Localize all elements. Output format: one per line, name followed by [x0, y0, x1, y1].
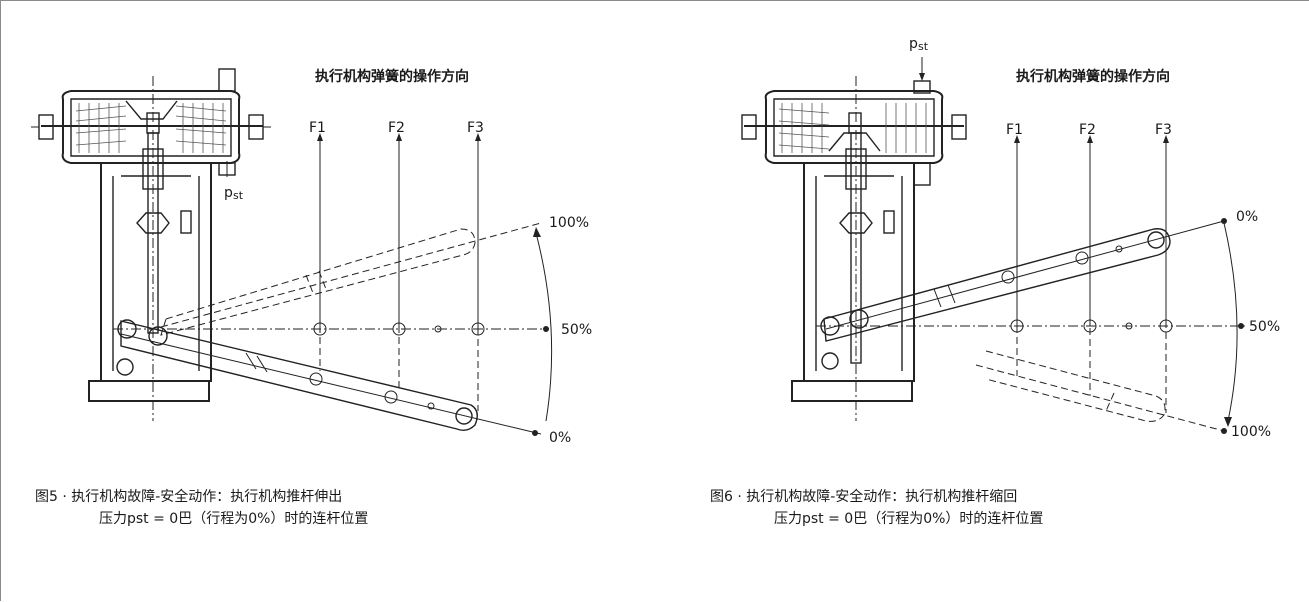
force-label-f2: F2 [388, 120, 405, 136]
travel-arc [1223, 222, 1238, 422]
figure-5-panel: 执行机构弹簧的操作方向 [1, 1, 656, 602]
force-lines [1014, 135, 1169, 326]
lever-dashed [160, 222, 542, 336]
figure-6-caption: 图6 · 执行机构故障-安全动作：执行机构推杆缩回 压力pst = 0巴（行程为… [710, 486, 1043, 530]
percent-top: 0% [1236, 209, 1258, 225]
figure-6-panel: 执行机构弹簧的操作方向 p st [656, 1, 1309, 602]
pressure-label: p [909, 36, 918, 52]
pivot-hole [849, 309, 869, 329]
pressure-label: p [224, 185, 233, 201]
lever-solid [120, 320, 542, 435]
caption-line-1: 图5 · 执行机构故障-安全动作：执行机构推杆伸出 [35, 489, 343, 505]
lever-solid [823, 220, 1225, 342]
yoke-frame [791, 132, 915, 402]
spring-direction-title: 执行机构弹簧的操作方向 [315, 68, 469, 85]
pivot-hole [821, 352, 839, 370]
yoke-frame [88, 132, 212, 402]
pressure-subscript: st [233, 189, 244, 202]
lever-hole [313, 322, 327, 336]
marker-dot [543, 326, 549, 332]
pivot-hole [117, 319, 137, 339]
lever-hole [434, 325, 442, 333]
caption-line-2: 压力pst = 0巴（行程为0%）时的连杆位置 [774, 511, 1044, 527]
percent-bottom: 100% [1231, 424, 1271, 440]
percent-middle: 50% [561, 322, 592, 338]
figure-6-drawing: 执行机构弹簧的操作方向 p st [741, 36, 1280, 440]
pivot-hole [148, 326, 168, 346]
force-label-f3: F3 [1155, 122, 1172, 138]
marker-dot [532, 430, 538, 436]
figure-5-caption: 图5 · 执行机构故障-安全动作：执行机构推杆伸出 压力pst = 0巴（行程为… [35, 486, 368, 530]
force-label-f3: F3 [467, 120, 484, 136]
marker-dot [1238, 323, 1244, 329]
percent-top: 100% [549, 215, 589, 231]
actuator-housing [31, 68, 271, 177]
percent-bottom: 0% [549, 430, 571, 446]
lever-hole [392, 322, 406, 336]
pressure-subscript: st [918, 40, 929, 53]
spring-direction-title: 执行机构弹簧的操作方向 [1016, 68, 1170, 85]
travel-arc [535, 232, 553, 422]
caption-line-1: 图6 · 执行机构故障-安全动作：执行机构推杆缩回 [710, 489, 1018, 505]
marker-dot [1221, 428, 1227, 434]
force-label-f1: F1 [1006, 122, 1023, 138]
figure-5-drawing: 执行机构弹簧的操作方向 [31, 68, 592, 446]
force-label-f2: F2 [1079, 122, 1096, 138]
percent-middle: 50% [1249, 319, 1280, 335]
pivot-hole [116, 358, 134, 376]
force-label-f1: F1 [309, 120, 326, 136]
lever-hole [1125, 322, 1133, 330]
marker-dot [1221, 218, 1227, 224]
lever-dashed [975, 350, 1225, 432]
caption-line-2: 压力pst = 0巴（行程为0%）时的连杆位置 [99, 511, 369, 527]
